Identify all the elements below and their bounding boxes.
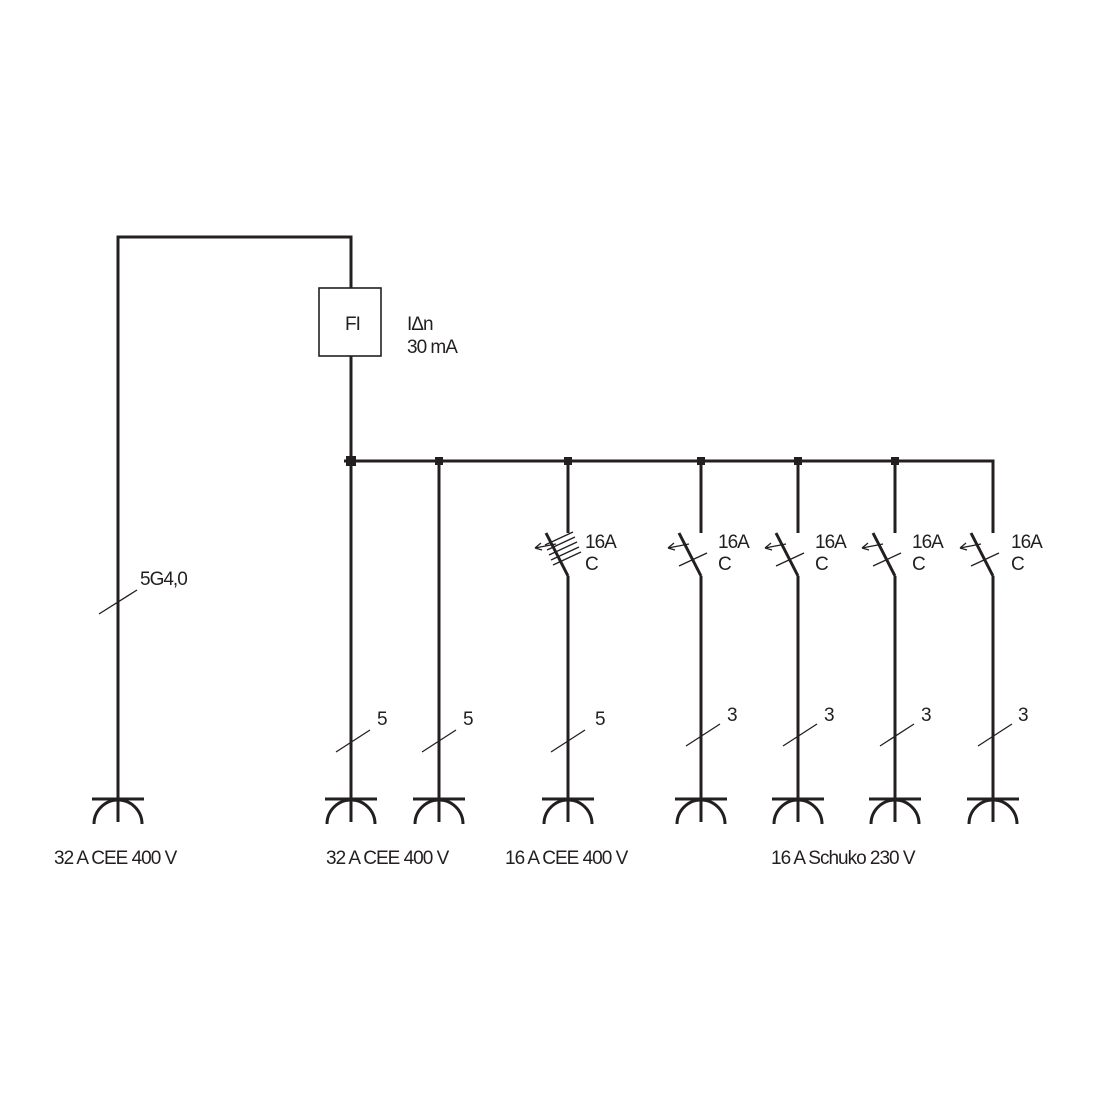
conductor-count: 3 xyxy=(921,705,931,726)
breaker-contact xyxy=(544,532,570,577)
conductor-tick xyxy=(977,723,1013,747)
breaker-curve: C xyxy=(718,554,731,575)
socket-labels: 32 A CEE 400 V 32 A CEE 400 V 16 A CEE 4… xyxy=(54,848,917,869)
breaker-contact xyxy=(774,532,800,577)
conductor-ticks: 5 5 5 3 3 3 3 xyxy=(335,705,1029,753)
outlet-group-label: 32 A CEE 400 V xyxy=(326,848,450,869)
breaker-hatch xyxy=(548,541,578,556)
socket-symbol xyxy=(675,797,727,825)
breaker-hatch xyxy=(544,531,574,546)
supply-cable-tick xyxy=(98,589,138,615)
conductor-count: 5 xyxy=(463,709,473,730)
supply-wire xyxy=(116,235,353,822)
breaker-curve: C xyxy=(912,554,925,575)
socket-symbol xyxy=(413,797,465,825)
breaker-hatch xyxy=(775,552,805,567)
breaker-trip-arrow xyxy=(959,542,982,551)
breaker-rating: 16A xyxy=(585,532,617,553)
conductor-tick xyxy=(550,729,586,753)
breaker-hatch xyxy=(546,536,576,551)
breaker: 16A C xyxy=(534,531,618,577)
breaker-trip-arrow xyxy=(534,542,557,551)
breaker-hatch xyxy=(970,552,1000,567)
breaker-rating: 16A xyxy=(1011,532,1043,553)
breaker-hatch xyxy=(678,552,708,567)
socket-symbol xyxy=(967,797,1019,825)
conductor-tick xyxy=(421,729,457,753)
rcd: FI IΔn 30 mA xyxy=(318,287,459,358)
breaker: 16A C xyxy=(667,532,751,577)
rcd-rating-line2: 30 mA xyxy=(407,337,458,358)
conductor-tick xyxy=(685,723,721,747)
breaker-curve: C xyxy=(815,554,828,575)
supply-feed: 5G4,0 xyxy=(98,235,353,822)
supply-cable-label: 5G4,0 xyxy=(140,569,187,590)
socket-symbol xyxy=(542,797,594,825)
breaker-rating: 16A xyxy=(815,532,847,553)
supply-socket-label: 32 A CEE 400 V xyxy=(54,848,178,869)
sockets xyxy=(92,797,1019,825)
breaker-hatch xyxy=(550,546,580,561)
conductor-count: 3 xyxy=(727,705,737,726)
socket-symbol xyxy=(92,797,144,825)
socket-symbol xyxy=(869,797,921,825)
breaker: 16A C xyxy=(764,532,848,577)
conductor-tick xyxy=(335,729,371,753)
outlet-group-label: 16 A Schuko 230 V xyxy=(771,848,916,869)
conductor-count: 3 xyxy=(1018,705,1028,726)
breaker-curve: C xyxy=(1011,554,1024,575)
circuit-wires xyxy=(437,461,995,822)
outlet-group-label: 16 A CEE 400 V xyxy=(505,848,629,869)
socket-symbol xyxy=(772,797,824,825)
breaker-trip-arrow xyxy=(764,542,787,551)
conductor-tick xyxy=(782,723,818,747)
breaker-trip-arrow xyxy=(667,542,690,551)
rcd-rating-line1: IΔn xyxy=(407,314,433,335)
conductor-tick xyxy=(879,723,915,747)
breaker-contact xyxy=(677,532,703,577)
rcd-label: FI xyxy=(345,314,360,335)
conductor-count: 5 xyxy=(595,709,605,730)
breaker-contact xyxy=(871,532,897,577)
conductor-count: 5 xyxy=(377,709,387,730)
breaker-hatch xyxy=(872,552,902,567)
breaker-trip-arrow xyxy=(861,542,884,551)
breaker-hatch xyxy=(552,551,582,566)
busbar-wire xyxy=(344,356,995,822)
breaker: 16A C xyxy=(959,532,1044,577)
breaker-rating: 16A xyxy=(912,532,944,553)
junction-dot xyxy=(346,456,356,466)
breaker-curve: C xyxy=(585,554,598,575)
breaker-rating: 16A xyxy=(718,532,750,553)
breaker: 16A C xyxy=(861,532,945,577)
conductor-count: 3 xyxy=(824,705,834,726)
breaker-contact xyxy=(969,532,995,577)
socket-symbol xyxy=(325,797,377,825)
